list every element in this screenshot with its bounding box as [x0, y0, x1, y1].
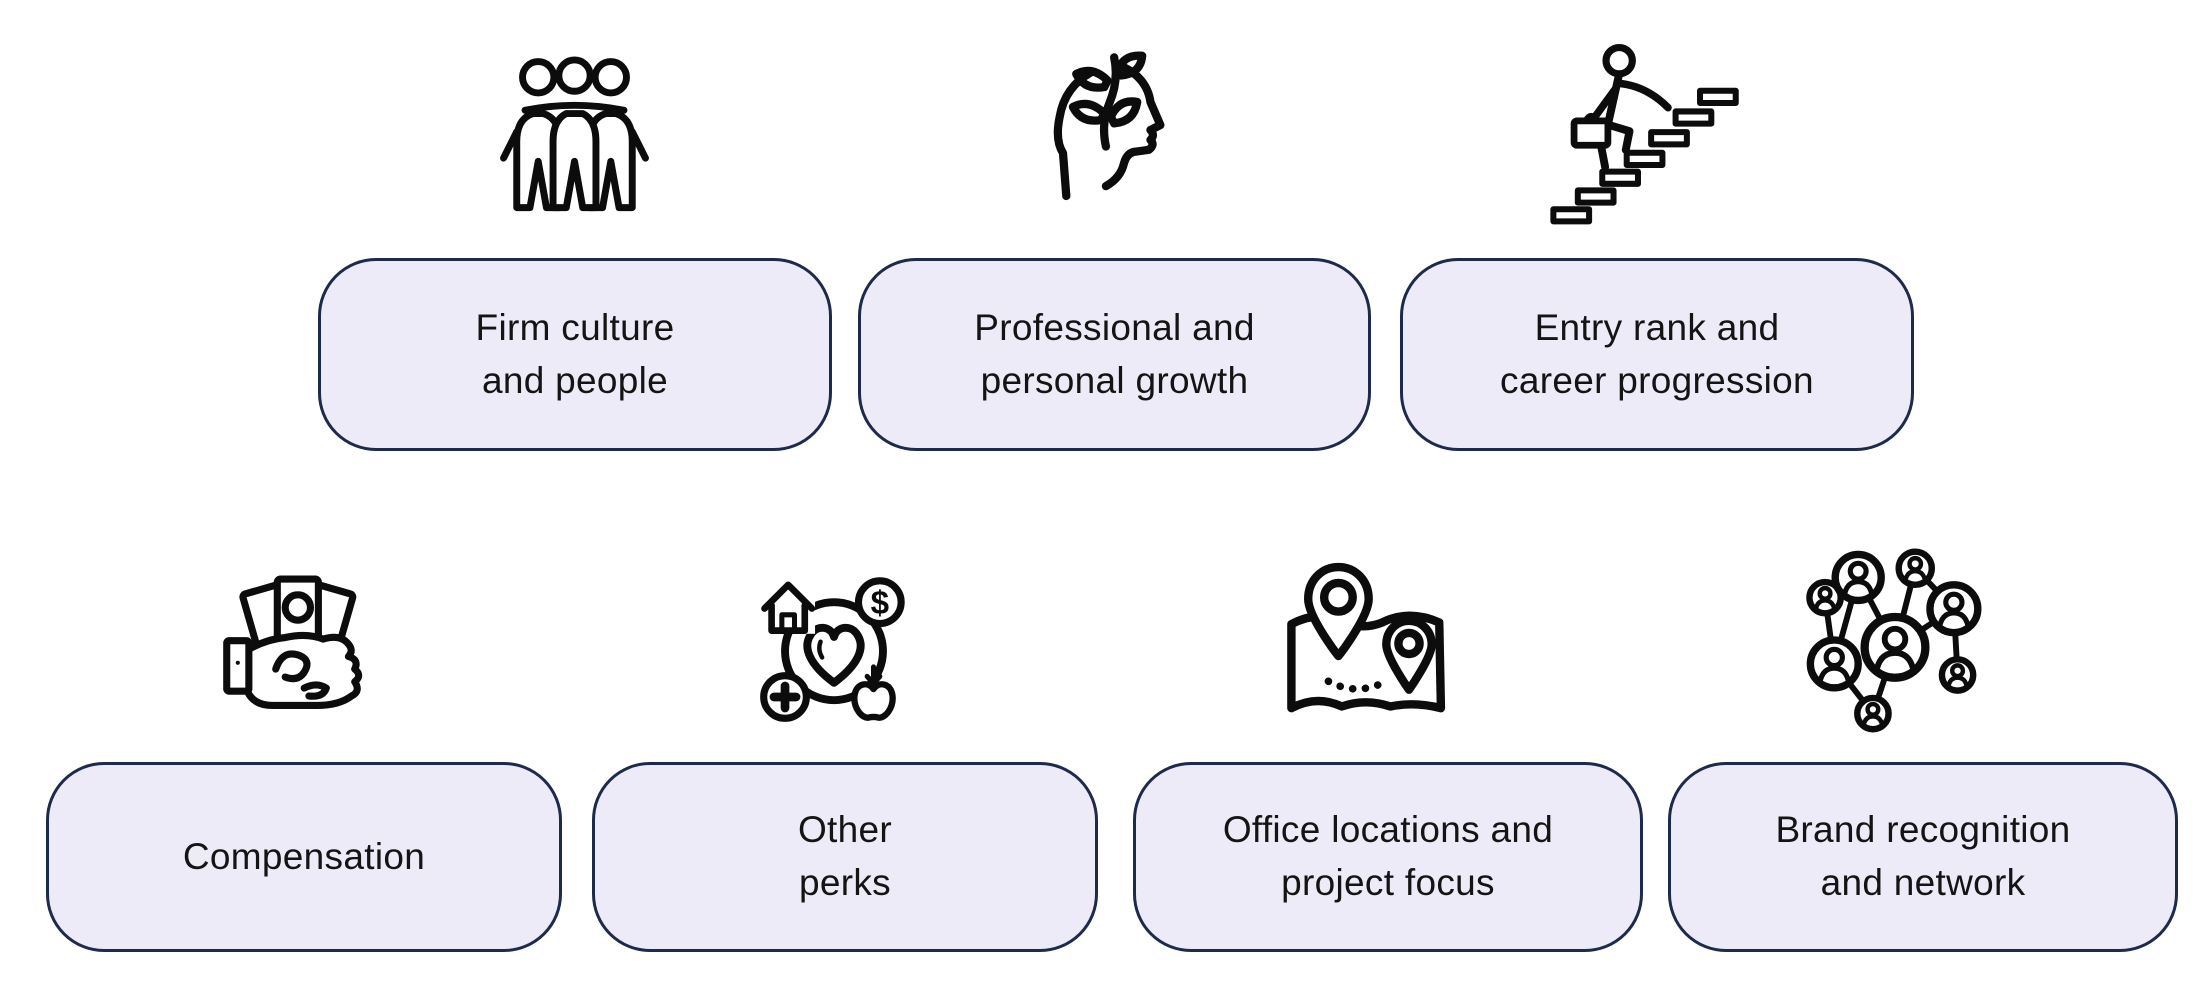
benefits-heart-circle-icon-svg: $ — [760, 577, 905, 722]
card-label: Entry rank and career progression — [1500, 306, 1814, 401]
hand-holding-money-icon — [222, 552, 380, 742]
card-brand-recognition-network: Brand recognition and network — [1668, 762, 2178, 952]
people-network-icon-svg — [1806, 548, 1982, 733]
card-label: Other perks — [797, 809, 893, 903]
card-label: Office locations and project focus — [1222, 809, 1554, 903]
head-with-plant-icon-svg — [1053, 51, 1165, 201]
card-professional-personal-growth: Professional and personal growth — [858, 258, 1371, 451]
card-label: Firm culture and people — [475, 306, 675, 401]
map-with-pins-icon-svg — [1287, 562, 1446, 713]
map-with-pins-icon — [1283, 553, 1451, 739]
three-people-icon-svg — [500, 56, 649, 212]
card-compensation: Compensation — [46, 762, 562, 952]
svg-text:$: $ — [871, 585, 889, 622]
hand-holding-money-icon-svg — [223, 575, 363, 710]
card-label: Compensation — [182, 835, 426, 877]
card-other-perks: Other perks — [592, 762, 1098, 952]
head-with-plant-icon — [1030, 32, 1195, 228]
three-people-icon — [492, 40, 657, 230]
card-label: Professional and personal growth — [974, 306, 1255, 401]
card-label: Brand recognition and network — [1775, 809, 2071, 903]
card-firm-culture-and-people: Firm culture and people — [318, 258, 832, 451]
person-climbing-stairs-icon — [1548, 40, 1743, 228]
people-network-icon — [1803, 545, 1987, 735]
benefits-heart-circle-icon: $ — [755, 552, 913, 744]
card-entry-rank-career-progression: Entry rank and career progression — [1400, 258, 1914, 451]
card-office-locations-project-focus: Office locations and project focus — [1133, 762, 1643, 952]
person-climbing-stairs-icon-svg — [1550, 43, 1739, 225]
